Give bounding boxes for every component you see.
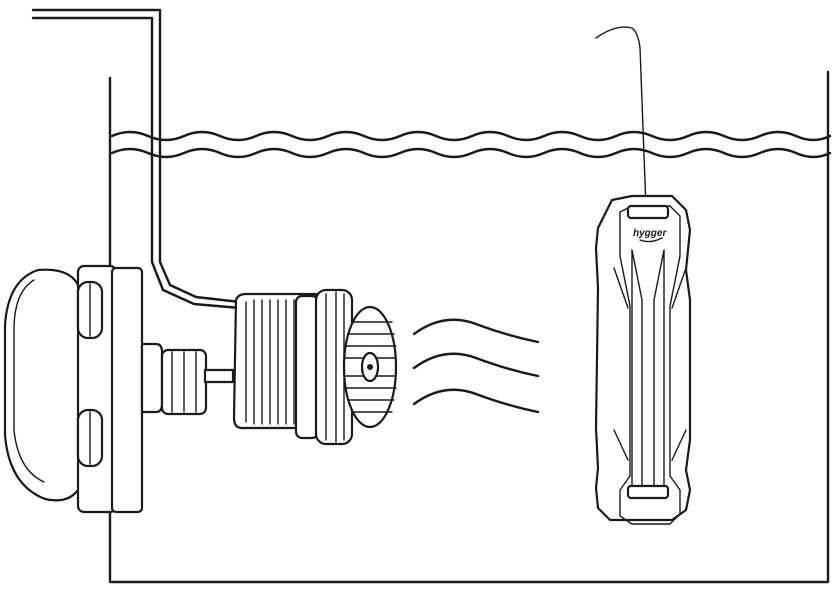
water-flow-icon [412,318,540,414]
power-cord-icon [31,8,242,310]
heater-icon: hygger [594,26,692,525]
heater-brand-logo: hygger [633,228,667,239]
aquarium-tank-icon [108,70,830,584]
water-surface-icon [110,130,832,159]
magnet-mount-icon [3,264,164,514]
wave-maker-pump-icon [160,288,398,446]
